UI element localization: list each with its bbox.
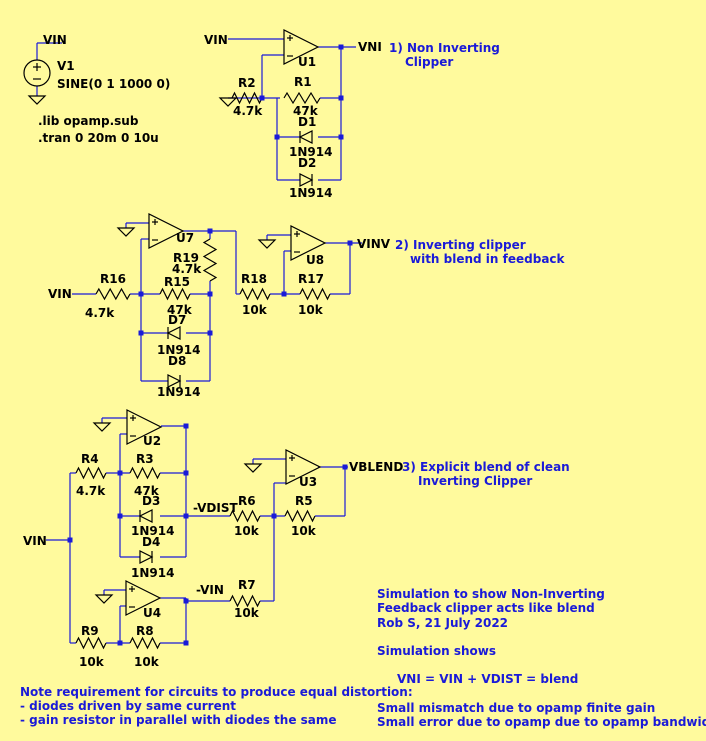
label-r17: R17 [298, 272, 324, 286]
label-u4: U4 [143, 606, 161, 620]
label-r7-val: 10k [234, 606, 260, 620]
label-u7: U7 [176, 231, 194, 245]
label-tran: .tran 0 20m 0 10u [38, 131, 159, 145]
label-d3: D3 [142, 494, 160, 508]
label-u2: U2 [143, 434, 161, 448]
note-n1-line1: 1) Non Inverting [389, 41, 500, 55]
note-n1-line2: Clipper [405, 55, 453, 69]
label-r19-val: 4.7k [172, 262, 202, 276]
label-d2-val: 1N914 [289, 186, 332, 200]
label-vinv: VINV [357, 237, 391, 251]
note-n2-line2: with blend in feedback [410, 252, 566, 266]
label-r9-val: 10k [79, 655, 105, 669]
note-n3-line2: Inverting Clipper [418, 474, 532, 488]
label-r19: R19 [173, 251, 199, 265]
label-d8: D8 [168, 354, 186, 368]
label-r1: R1 [294, 75, 312, 89]
label-r18-val: 10k [242, 303, 268, 317]
label-r15-val: 47k [167, 303, 193, 317]
label-d8-val: 1N914 [157, 385, 200, 399]
label-vin-u1: VIN [204, 33, 228, 47]
label-r16: R16 [100, 272, 126, 286]
label-r9: R9 [81, 624, 99, 638]
label-r16-val: 4.7k [85, 306, 115, 320]
label-lib: .lib opamp.sub [38, 114, 139, 128]
wires [36, 38, 362, 644]
label-d7: D7 [168, 313, 186, 327]
label-r15: R15 [164, 275, 190, 289]
label-r4: R4 [81, 452, 99, 466]
label-vblend: VBLEND [349, 460, 403, 474]
label-u1: U1 [298, 55, 316, 69]
label-d4: D4 [142, 535, 160, 549]
label-d2: D2 [298, 156, 316, 170]
label-vni: VNI [358, 40, 382, 54]
note-n3-line1: 3) Explicit blend of clean [402, 460, 570, 474]
label-r6-val: 10k [234, 524, 260, 538]
label-d3-val: 1N914 [131, 524, 174, 538]
label-r5: R5 [295, 494, 313, 508]
label-d1-val: 1N914 [289, 145, 332, 159]
label-r8: R8 [136, 624, 154, 638]
label-minus-vin: -VIN [196, 583, 224, 597]
label-r7: R7 [238, 578, 256, 592]
label-r3-val: 47k [134, 484, 160, 498]
label-r18: R18 [241, 272, 267, 286]
note-req-line2: - diodes driven by same current [20, 699, 236, 713]
label-r2-val: 4.7k [233, 104, 263, 118]
label-r6: R6 [238, 494, 256, 508]
label-r4-val: 4.7k [76, 484, 106, 498]
label-r3: R3 [136, 452, 154, 466]
junctions [67, 44, 353, 646]
note-sim-line3: Rob S, 21 July 2022 [377, 616, 508, 630]
note-req-line3: - gain resistor in parallel with diodes … [20, 713, 337, 727]
label-r17-val: 10k [298, 303, 324, 317]
label-r5-val: 10k [291, 524, 317, 538]
note-err2: Small error due to opamp due to opamp ba… [377, 715, 706, 729]
label-u8: U8 [306, 253, 324, 267]
label-d1: D1 [298, 115, 316, 129]
label-vdist: -VDIST [193, 501, 238, 515]
components [23, 29, 331, 650]
label-r2: R2 [238, 76, 256, 90]
label-d4-val: 1N914 [131, 566, 174, 580]
label-d7-val: 1N914 [157, 343, 200, 357]
label-r8-val: 10k [134, 655, 160, 669]
label-r1-val: 47k [293, 104, 319, 118]
note-req-line1: Note requirement for circuits to produce… [20, 685, 413, 699]
note-equation: VNI = VIN + VDIST = blend [397, 672, 578, 686]
label-u3: U3 [299, 475, 317, 489]
label-vin-mid: VIN [48, 287, 72, 301]
label-v1-name: V1 [57, 59, 75, 73]
note-err1: Small mismatch due to opamp finite gain [377, 701, 655, 715]
note-sim-line2: Feedback clipper acts like blend [377, 601, 595, 615]
note-sim-line1: Simulation to show Non-Inverting [377, 587, 605, 601]
label-vin-bot: VIN [23, 534, 47, 548]
note-n2-line1: 2) Inverting clipper [395, 238, 526, 252]
label-v1-value: SINE(0 1 1000 0) [57, 77, 170, 91]
note-sim-shows: Simulation shows [377, 644, 496, 658]
label-vin-top: VIN [43, 33, 67, 47]
